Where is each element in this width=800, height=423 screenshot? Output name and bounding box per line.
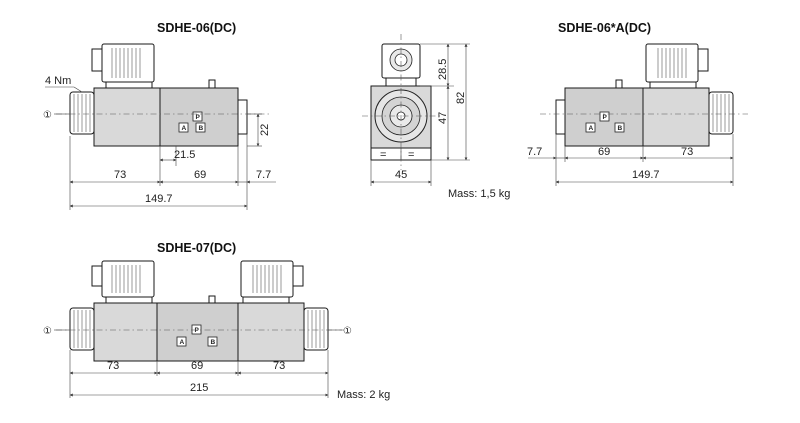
dim-body: 69 <box>598 146 610 158</box>
port-b: B <box>195 122 206 133</box>
svg-text:B: B <box>618 125 623 132</box>
dim-coil-left: 73 <box>107 360 119 372</box>
svg-text:A: A <box>182 125 187 132</box>
dim-total-height: 82 <box>455 92 467 104</box>
dim-body-height: 47 <box>437 112 449 124</box>
port-a: A <box>178 122 189 133</box>
solenoid-coil <box>642 87 710 147</box>
dim-end: 7.7 <box>527 146 542 158</box>
port-a: A <box>585 122 596 133</box>
marker-1-left: ① <box>43 326 52 337</box>
end-cap <box>555 99 566 135</box>
mass-06: Mass: 1,5 kg <box>448 188 510 200</box>
dim-body: 69 <box>194 169 206 181</box>
equal-right: = <box>408 149 414 161</box>
right-solenoid-coil <box>237 302 305 362</box>
dim-offset: 21.5 <box>174 149 195 161</box>
left-solenoid-coil <box>93 302 158 362</box>
dim-coil-height: 28.5 <box>437 59 449 80</box>
sdhe06-title: SDHE-06(DC) <box>157 21 236 35</box>
port-p: P <box>192 111 203 122</box>
vent-screw <box>208 79 216 89</box>
end-cap <box>237 99 248 135</box>
side-view: = = 45 28.5 47 82 Mass: 1,5 kg <box>362 34 510 200</box>
sdhe06a-front-view: SDHE-06*A(DC) A P <box>527 21 748 186</box>
sdhe06a-title: SDHE-06*A(DC) <box>558 21 651 35</box>
svg-text:A: A <box>589 125 594 132</box>
sdhe07-front-view: SDHE-07(DC) <box>43 241 390 401</box>
dim-coil: 73 <box>114 169 126 181</box>
dim-width: 45 <box>395 169 407 181</box>
dim-total: 149.7 <box>632 169 660 181</box>
dim-total: 149.7 <box>145 193 173 205</box>
port-b: B <box>614 122 625 133</box>
mass-07: Mass: 2 kg <box>337 389 390 401</box>
manual-override-knob <box>69 91 95 135</box>
port-p: P <box>191 324 202 335</box>
port-p: P <box>599 111 610 122</box>
connector-plug <box>91 43 155 93</box>
torque-label: 4 Nm <box>45 75 71 87</box>
marker-1-right: ① <box>343 326 352 337</box>
sdhe06-front-view: SDHE-06(DC) <box>43 21 276 210</box>
valve-body <box>159 87 239 147</box>
svg-text:P: P <box>195 327 200 334</box>
connector-plug <box>645 43 699 83</box>
sdhe07-title: SDHE-07(DC) <box>157 241 236 255</box>
marker-1: ① <box>43 110 52 121</box>
equal-left: = <box>380 149 386 161</box>
dim-body: 69 <box>191 360 203 372</box>
svg-text:B: B <box>211 339 216 346</box>
svg-text:P: P <box>603 114 608 121</box>
svg-text:P: P <box>196 114 201 121</box>
dim-height: 22 <box>259 124 271 136</box>
svg-text:A: A <box>180 339 185 346</box>
dim-total: 215 <box>190 382 208 394</box>
port-a: A <box>176 336 187 347</box>
solenoid-coil <box>93 87 161 147</box>
right-connector-plug <box>240 260 294 298</box>
dim-end: 7.7 <box>256 169 271 181</box>
dim-coil-right: 73 <box>273 360 285 372</box>
dim-coil: 73 <box>681 146 693 158</box>
svg-text:B: B <box>199 125 204 132</box>
port-b: B <box>207 336 218 347</box>
